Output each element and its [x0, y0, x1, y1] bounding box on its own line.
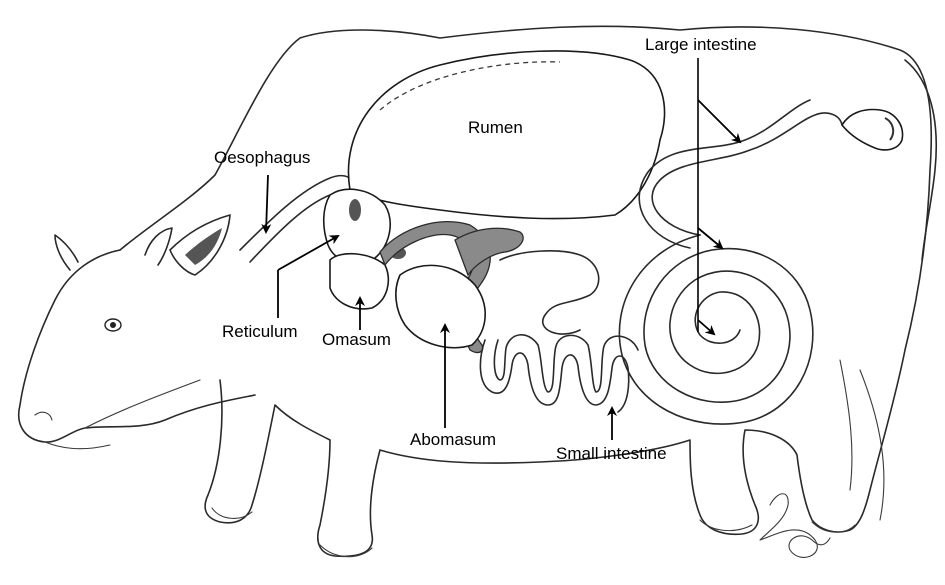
label-omasum: Omasum	[322, 330, 391, 350]
label-small-intestine: Small intestine	[556, 444, 667, 464]
artist-signature	[760, 494, 830, 558]
cow-jaw	[45, 380, 200, 449]
cow-horn-right	[145, 228, 172, 265]
label-large-intestine: Large intestine	[645, 35, 757, 55]
small-intestine-inner	[494, 335, 638, 392]
cow-tail	[905, 60, 936, 260]
label-oesophagus: Oesophagus	[214, 148, 310, 168]
cow-horn-left	[55, 235, 78, 270]
large-intestine-arrow-2	[698, 228, 722, 248]
cow-head	[19, 250, 255, 442]
label-reticulum: Reticulum	[222, 322, 298, 342]
large-intestine-arrow-1	[698, 100, 740, 142]
label-rumen: Rumen	[468, 118, 523, 138]
reticulum-dark	[349, 199, 361, 221]
large-intestine-arrow-3	[698, 320, 714, 334]
label-abomasum: Abomasum	[410, 430, 496, 450]
reticulum-arrow-head	[278, 236, 338, 270]
large-intestine-spiral	[619, 235, 812, 424]
cow-nostril	[35, 412, 52, 420]
back-leg-outline	[840, 360, 884, 520]
small-intestine-upper	[500, 251, 599, 334]
large-intestine-loop	[652, 113, 842, 235]
cow-pupil	[110, 322, 116, 328]
